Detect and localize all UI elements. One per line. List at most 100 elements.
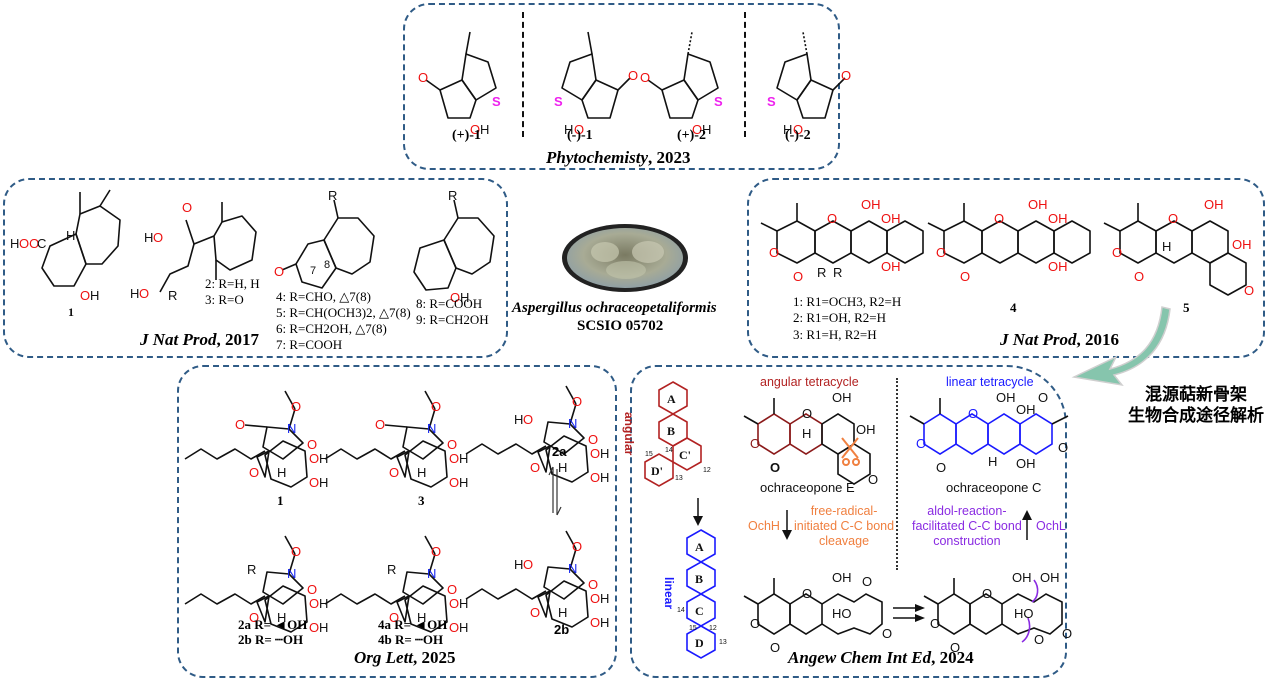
svg-text:H: H <box>564 122 573 137</box>
journal-name: Org Lett <box>354 648 414 667</box>
svg-text:R: R <box>387 562 396 577</box>
panel-orglett-2025 <box>177 365 617 678</box>
svg-text:O: O <box>692 122 702 137</box>
legend-cpd-7: 7: R=COOH <box>276 337 343 352</box>
svg-text:7: 7 <box>310 265 316 277</box>
down-arrow-icon <box>693 498 703 526</box>
structure-cpd-4-7-2017: R O 7 8 <box>274 188 375 289</box>
svg-text:O: O <box>750 436 760 451</box>
svg-text:O: O <box>793 122 803 137</box>
journal-name: Angew Chem Int Ed <box>788 648 932 667</box>
legend-cpd-6: 6: R=CH2OH, △7(8) <box>276 321 387 336</box>
angular-ring-schematic: A B C' D' 15 14 13 12 <box>644 381 711 487</box>
svg-text:O: O <box>769 245 779 260</box>
svg-text:O: O <box>862 574 872 589</box>
svg-text:O: O <box>389 465 399 480</box>
ring-label: C <box>695 604 704 618</box>
process-line: free-radical- <box>810 504 878 518</box>
svg-text:H: H <box>130 286 139 301</box>
svg-text:O: O <box>640 70 650 85</box>
svg-text:H: H <box>66 228 75 243</box>
svg-text:O: O <box>588 432 598 447</box>
svg-text:OO: OO <box>19 236 39 251</box>
callout-line-1: 混源萜新骨架 <box>1145 385 1247 404</box>
svg-text:O: O <box>841 68 851 83</box>
ring-number: 13 <box>719 639 727 646</box>
legend-4a: 4a R= ◄OH <box>378 617 448 632</box>
svg-text:O: O <box>994 211 1004 226</box>
journal-year: , 2024 <box>931 648 974 667</box>
svg-text:OH: OH <box>1040 570 1060 585</box>
journal-year: , 2016 <box>1076 330 1120 349</box>
panel-jnatprod-2016 <box>747 178 1265 358</box>
svg-text:O: O <box>1034 632 1044 647</box>
ring-label: D' <box>651 464 663 478</box>
svg-text:H: H <box>459 475 468 490</box>
svg-text:H: H <box>600 615 609 630</box>
structure-aldol-precursor: O O OH OH HO O O O <box>923 570 1072 655</box>
svg-text:O: O <box>1038 390 1048 405</box>
svg-text:H: H <box>417 610 426 625</box>
dotted-divider <box>896 378 898 570</box>
legend-2a: 2a R= ◄OH <box>238 617 308 632</box>
svg-text:R: R <box>833 265 842 280</box>
cpd-5-label: 5 <box>1183 300 1190 315</box>
legend-cpd-5: 5: R=CH(OCH3)2, △7(8) <box>276 305 411 320</box>
svg-text:O: O <box>1168 211 1178 226</box>
svg-text:O: O <box>182 200 192 215</box>
svg-text:O: O <box>590 615 600 630</box>
strain-name: SCSIO 05702 <box>577 318 664 334</box>
compound-label: (-)-2 <box>785 128 811 143</box>
svg-text:OH: OH <box>1012 570 1032 585</box>
legend-2b: 2b R= ┈OH <box>238 632 304 647</box>
cpd-label: 2b <box>554 622 570 637</box>
svg-text:O: O <box>235 417 245 432</box>
svg-text:O: O <box>574 122 584 137</box>
structure-cpd-5-2016: O O O OH OH O H <box>1103 197 1254 298</box>
svg-text:O: O <box>291 399 301 414</box>
svg-text:O: O <box>530 460 540 475</box>
svg-text:H: H <box>277 610 286 625</box>
legend-cpd-1: 1: R1=OCH3, R2=H <box>793 294 902 309</box>
svg-text:OH: OH <box>832 390 852 405</box>
svg-text:S: S <box>714 94 723 109</box>
legend-cpd-2: 2: R1=OH, R2=H <box>793 310 887 325</box>
svg-text:H: H <box>460 290 469 305</box>
panel-angew-2024 <box>630 365 1067 678</box>
svg-text:H: H <box>459 596 468 611</box>
structure-intermediate: O O OH O HO O O <box>743 570 892 655</box>
svg-text:H: H <box>802 426 811 441</box>
svg-text:O: O <box>431 399 441 414</box>
svg-text:H: H <box>1162 239 1171 254</box>
svg-text:OH: OH <box>832 570 852 585</box>
svg-text:O: O <box>968 406 978 421</box>
ring-number: 12 <box>703 467 711 474</box>
double-arrow-icon <box>893 604 925 622</box>
svg-text:H: H <box>319 620 328 635</box>
svg-text:R: R <box>448 188 457 203</box>
curved-arrow-icon <box>1071 306 1171 387</box>
svg-text:N: N <box>427 566 436 581</box>
svg-text:O: O <box>936 245 946 260</box>
structure-cpd-4-2016: O O O OH OH OH <box>927 197 1091 284</box>
svg-text:O: O <box>1062 626 1072 641</box>
legend-cpd-3: 3: R1=H, R2=H <box>793 327 877 342</box>
svg-text:O: O <box>309 475 319 490</box>
svg-text:H: H <box>459 620 468 635</box>
svg-text:O: O <box>449 596 459 611</box>
svg-text:H: H <box>514 412 523 427</box>
svg-text:O: O <box>523 412 533 427</box>
structure-ochraceopone-c: O O OH OH O O OH O H <box>909 390 1069 475</box>
svg-text:H: H <box>783 122 792 137</box>
svg-text:O: O <box>868 472 878 487</box>
svg-text:O: O <box>431 544 441 559</box>
svg-text:O: O <box>447 582 457 597</box>
journal-year: , 2025 <box>413 648 456 667</box>
svg-text:C: C <box>37 236 46 251</box>
process-cleavage: free-radical- initiated C-C bond cleavag… <box>794 504 894 549</box>
svg-text:O: O <box>882 626 892 641</box>
